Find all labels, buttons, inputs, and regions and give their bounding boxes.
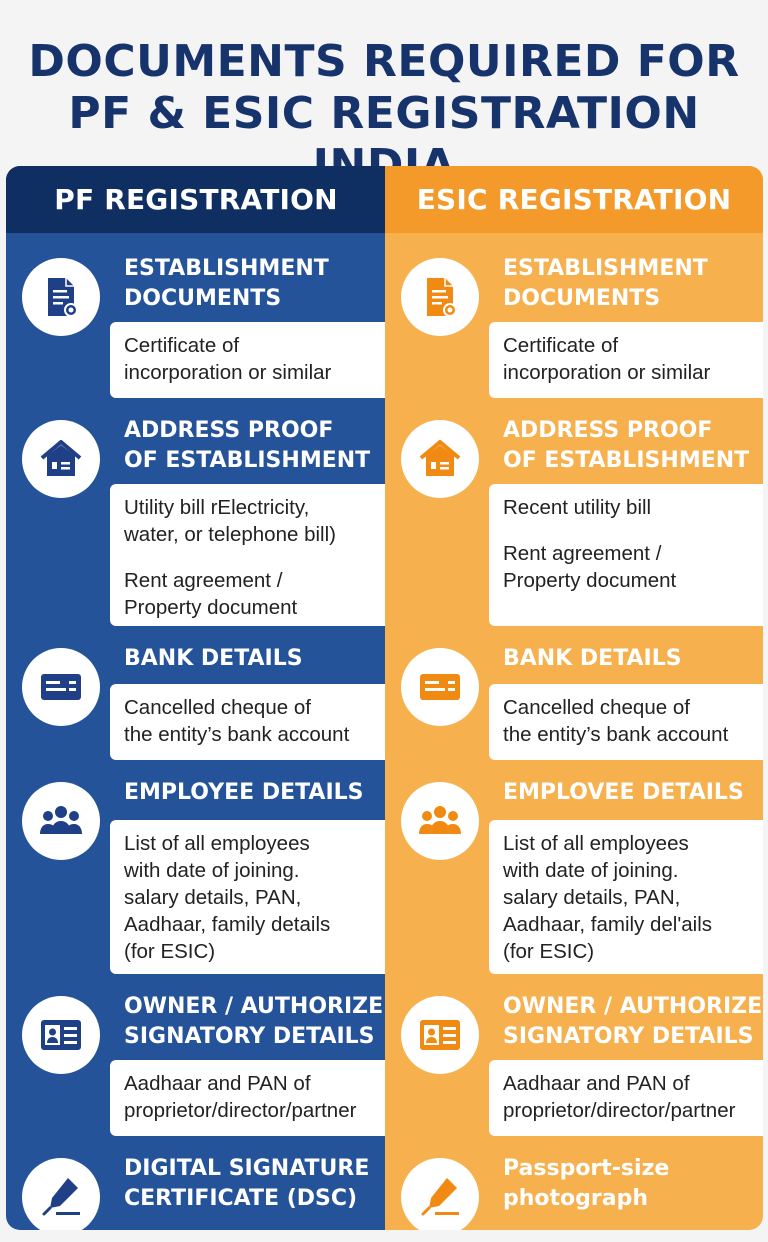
- section-title: ESTABLISHMENT DOCUMENTS: [124, 254, 382, 314]
- people-group-icon: [401, 782, 479, 860]
- id-card-icon: [22, 996, 100, 1074]
- section-title: DIGITAL SIGNATURE CERTIFICATE (DSC): [124, 1154, 382, 1214]
- section-title: ADDRESS PROOF OF ESTABLISHMENT: [503, 416, 759, 476]
- esic-registration-column: ESIC REGISTRATION ESTABLISHMENT DOCUMENTS…: [385, 166, 763, 1230]
- section-title-line-1: ESTABLISHMENT: [503, 256, 708, 281]
- requirement-box: Certificate of incorporation or similar: [489, 322, 763, 398]
- people-group-icon: [22, 782, 100, 860]
- section-title-line-1: EMPLOVEE DETAILS: [503, 780, 744, 805]
- pen-signature-icon: [401, 1158, 479, 1230]
- requirement-item: List of all employees with date of joini…: [503, 832, 713, 963]
- requirement-item: Rent agreement / Property document: [124, 569, 298, 619]
- requirement-box: Aadhaar and PAN of proprietor/director/p…: [489, 1060, 763, 1136]
- section-title-line-1: ADDRESS PROOF: [503, 418, 713, 443]
- requirement-item: Aadhaar and PAN of proprietor/director/p…: [503, 1072, 736, 1122]
- section-title-line-1: OWNER / AUTHORIZED: [124, 994, 386, 1019]
- section-title-line-2: OF ESTABLISHMENT: [124, 448, 371, 473]
- requirement-box: Utility bill rElectricity, water, or tel…: [110, 484, 386, 626]
- section-title-line-1: OWNER / AUTHORIZED: [503, 994, 763, 1019]
- esic-column-header: ESIC REGISTRATION: [385, 166, 763, 233]
- requirement-box: Cancelled cheque of the entity’s bank ac…: [110, 684, 386, 760]
- section-title-line-1: EMPLOYEE DETAILS: [124, 780, 364, 805]
- section-title: EMPLOYEE DETAILS: [124, 778, 382, 808]
- requirement-item: Utility bill rElectricity, water, or tel…: [124, 496, 336, 546]
- section-title-line-2: SIGNATORY DETAILS: [124, 1024, 375, 1049]
- cheque-icon: [401, 648, 479, 726]
- requirement-item: Cancelled cheque of the entity’s bank ac…: [124, 696, 350, 746]
- section-title-line-1: BANK DETAILS: [124, 646, 303, 671]
- page-title: DOCUMENTS REQUIRED FOR PF & ESIC REGISTR…: [0, 36, 768, 192]
- requirement-item: Cancelled cheque of the entity’s bank ac…: [503, 696, 729, 746]
- id-card-icon: [401, 996, 479, 1074]
- requirement-box: List of all employees with date of joini…: [110, 820, 386, 974]
- section-title: ADDRESS PROOF OF ESTABLISHMENT: [124, 416, 382, 476]
- document-certificate-icon: [401, 258, 479, 336]
- document-certificate-icon: [22, 258, 100, 336]
- section-title: ESTABLISHMENT DOCUMENTS: [503, 254, 759, 314]
- requirement-box: Aadhaar and PAN of proprietor/director/p…: [110, 1060, 386, 1136]
- pf-column-header: PF REGISTRATION: [6, 166, 386, 233]
- pf-registration-column: PF REGISTRATION ESTABLISHMENT DOCUMENTS Ce…: [6, 166, 386, 1230]
- requirement-item: Rent agreement / Property document: [503, 542, 677, 592]
- title-line-2: PF & ESIC REGISTRATION INDIA: [68, 88, 700, 191]
- section-title-line-2: DOCUMENTS: [503, 286, 661, 311]
- section-title-line-2: DOCUMENTS: [124, 286, 282, 311]
- house-icon: [401, 420, 479, 498]
- section-title-line-1: BANK DETAILS: [503, 646, 682, 671]
- cheque-icon: [22, 648, 100, 726]
- section-title: Passport-size photograph: [503, 1154, 759, 1214]
- requirement-item: Certificate of incorporation or similar: [503, 334, 711, 384]
- section-title-line-1: ESTABLISHMENT: [124, 256, 329, 281]
- section-title: OWNER / AUTHORIZED SIGNATORY DETAILS: [503, 992, 763, 1052]
- section-title: BANK DETAILS: [124, 644, 382, 674]
- requirement-box: List of all employees with date of joini…: [489, 820, 763, 974]
- section-title: EMPLOVEE DETAILS: [503, 778, 759, 808]
- requirement-item: Certificate of incorporation or similar: [124, 334, 332, 384]
- section-title-line-2: SIGNATORY DETAILS: [503, 1024, 754, 1049]
- section-title: BANK DETAILS: [503, 644, 759, 674]
- requirement-item: List of all employees with date of joini…: [124, 832, 331, 963]
- pen-signature-icon: [22, 1158, 100, 1230]
- title-line-1: DOCUMENTS REQUIRED FOR: [28, 36, 740, 87]
- requirement-box: Cancelled cheque of the entity’s bank ac…: [489, 684, 763, 760]
- requirement-box: Certificate of incorporation or similar: [110, 322, 386, 398]
- section-title: OWNER / AUTHORIZED SIGNATORY DETAILS: [124, 992, 386, 1052]
- section-title-line-2: photograph: [503, 1186, 649, 1211]
- requirement-item: Aadhaar and PAN of proprietor/director/p…: [124, 1072, 357, 1122]
- section-title-line-1: DIGITAL SIGNATURE: [124, 1156, 370, 1181]
- section-title-line-2: OF ESTABLISHMENT: [503, 448, 750, 473]
- section-title-line-2: CERTIFICATE (DSC): [124, 1186, 358, 1211]
- section-title-line-1: ADDRESS PROOF: [124, 418, 334, 443]
- section-title-line-1: Passport-size: [503, 1156, 670, 1181]
- requirement-item: Recent utility bill: [503, 496, 652, 519]
- house-icon: [22, 420, 100, 498]
